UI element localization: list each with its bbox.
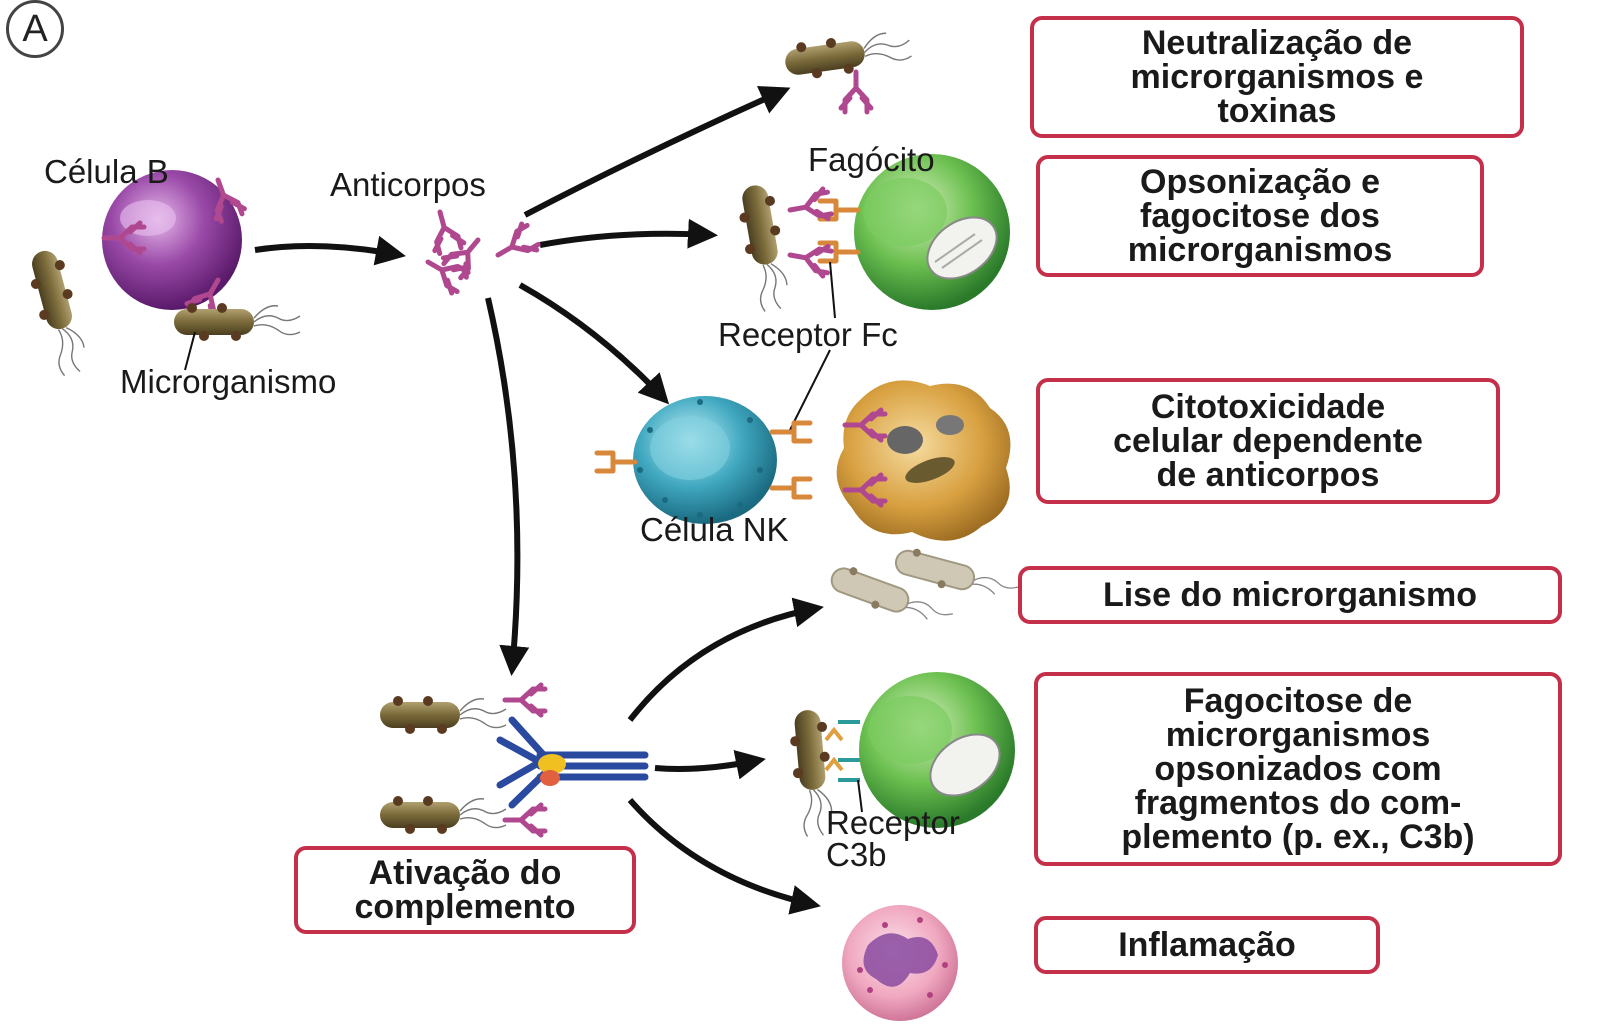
c3b-receptor-pointer	[857, 779, 863, 813]
label-c3b-receptor-1: Receptor	[826, 804, 960, 841]
box-inflammation: Inflamação	[1034, 916, 1380, 974]
arrow-bcell-to-antibodies	[254, 235, 406, 266]
label-microorganism: Microrganismo	[120, 363, 337, 400]
box-opsonization: Opsonização e fagocitose dos microrganis…	[1036, 155, 1484, 277]
panel-letter: A	[22, 7, 48, 50]
box-complement-activation: Ativação do complemento	[294, 846, 636, 934]
microorganism-2	[173, 302, 301, 342]
text-opsonization: Opsonização e fagocitose dos microrganis…	[1127, 163, 1393, 269]
nk-cell	[597, 396, 810, 524]
text-inflammation: Inflamação	[1118, 926, 1296, 964]
box-lysis: Lise do microrganismo	[1018, 566, 1562, 624]
microorganism-1	[22, 245, 94, 379]
label-phagocyte: Fagócito	[808, 141, 935, 178]
label-cell-b: Célula B	[44, 153, 169, 190]
microorganism-pointer	[184, 331, 196, 371]
phagocyte	[820, 154, 1010, 310]
b-cell	[102, 170, 246, 322]
arrow-to-neutralization	[523, 86, 791, 218]
opsonized-microorganism	[733, 181, 832, 314]
phagocyte-c3b	[824, 672, 1015, 828]
text-complement-phagocytosis: Fagocitose de microrganismos opsonizados…	[1121, 682, 1475, 856]
target-cell	[836, 380, 1011, 541]
lysed-microorganisms	[825, 543, 1024, 636]
box-neutralization: Neutralização de microrganismos e toxina…	[1030, 16, 1524, 138]
arrows	[254, 86, 824, 915]
complement-complex	[379, 685, 649, 835]
box-complement-phagocytosis: Fagocitose de microrganismos opsonizados…	[1034, 672, 1562, 866]
arrow-to-complement-phagocytosis	[654, 749, 766, 780]
arrow-to-opsonization	[539, 218, 718, 249]
arrow-to-lysis	[627, 597, 824, 722]
antibodies-free	[421, 208, 541, 295]
inflammatory-cell	[842, 905, 958, 1021]
label-fc-receptor: Receptor Fc	[718, 316, 898, 353]
text-complement-activation: Ativação do complemento	[354, 854, 576, 926]
arrow-to-complement	[485, 297, 530, 676]
text-lysis: Lise do microrganismo	[1102, 576, 1478, 614]
arrow-to-inflammation	[627, 798, 821, 915]
fc-receptor-pointer-nk	[789, 349, 831, 431]
panel-label: A	[6, 0, 64, 58]
arrow-to-adcc	[518, 282, 670, 405]
neutralized-microorganism	[782, 26, 914, 112]
label-antibodies: Anticorpos	[330, 166, 486, 203]
fc-receptor-pointer	[829, 261, 836, 319]
box-adcc: Citotoxicidade celular dependente de ant…	[1036, 378, 1500, 504]
label-c3b-receptor-2: C3b	[826, 836, 887, 873]
label-nk-cell: Célula NK	[640, 511, 789, 548]
text-neutralization: Neutralização de microrganismos e toxina…	[1130, 24, 1424, 130]
text-adcc: Citotoxicidade celular dependente de ant…	[1113, 388, 1423, 494]
